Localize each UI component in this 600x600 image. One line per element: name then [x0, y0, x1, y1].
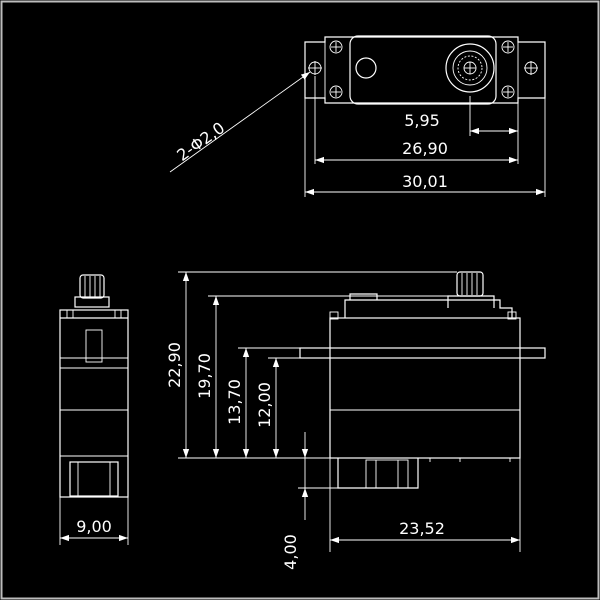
dim-hole-spec: 2-Φ2,0 — [173, 118, 228, 165]
screw-top-right — [501, 40, 515, 54]
top-view: 5,95 26,90 30,01 2-Φ2,0 — [169, 35, 546, 197]
hole-leader — [169, 71, 311, 173]
output-spline — [445, 43, 495, 93]
side-view-spline — [456, 271, 484, 297]
dim-end-width: 9,00 — [76, 517, 112, 536]
side-view-flange — [299, 347, 546, 359]
end-view-body — [59, 309, 129, 498]
dim-top-hole-spacing: 26,90 — [402, 139, 448, 158]
dim-side-bottom-height: 4,00 — [281, 534, 300, 570]
side-view-bottom-cover — [337, 458, 419, 489]
end-view-spline — [79, 274, 105, 299]
screw-bottom-left — [329, 85, 343, 99]
dim-side-flange-height: 13,70 — [225, 379, 244, 425]
dim-side-height-4: 12,00 — [255, 382, 274, 428]
screw-top-left — [329, 40, 343, 54]
side-view-body — [329, 317, 521, 459]
dim-side-height-2: 19,70 — [195, 353, 214, 399]
dim-side-overall-height: 22,90 — [165, 342, 184, 388]
dim-side-body-width: 23,52 — [399, 519, 445, 538]
end-view-slot — [85, 329, 103, 363]
dim-top-overall-length: 30,01 — [402, 172, 448, 191]
top-view-body — [349, 35, 497, 105]
side-view-top-cover — [344, 299, 513, 318]
idler-boss — [355, 57, 377, 79]
side-view-top-nub — [349, 293, 378, 300]
end-view-collar — [74, 296, 110, 308]
screw-bottom-right — [501, 85, 515, 99]
dim-top-shaft-offset: 5,95 — [404, 111, 440, 130]
side-view: 22,90 19,70 13,70 12,00 4,00 23,52 — [165, 271, 546, 570]
end-view: 9,00 — [59, 274, 129, 545]
side-view-shaft-boss — [447, 295, 495, 308]
end-view-bottom-cover — [69, 461, 119, 497]
mounting-hole-left — [308, 61, 322, 75]
mounting-hole-right — [524, 61, 538, 75]
